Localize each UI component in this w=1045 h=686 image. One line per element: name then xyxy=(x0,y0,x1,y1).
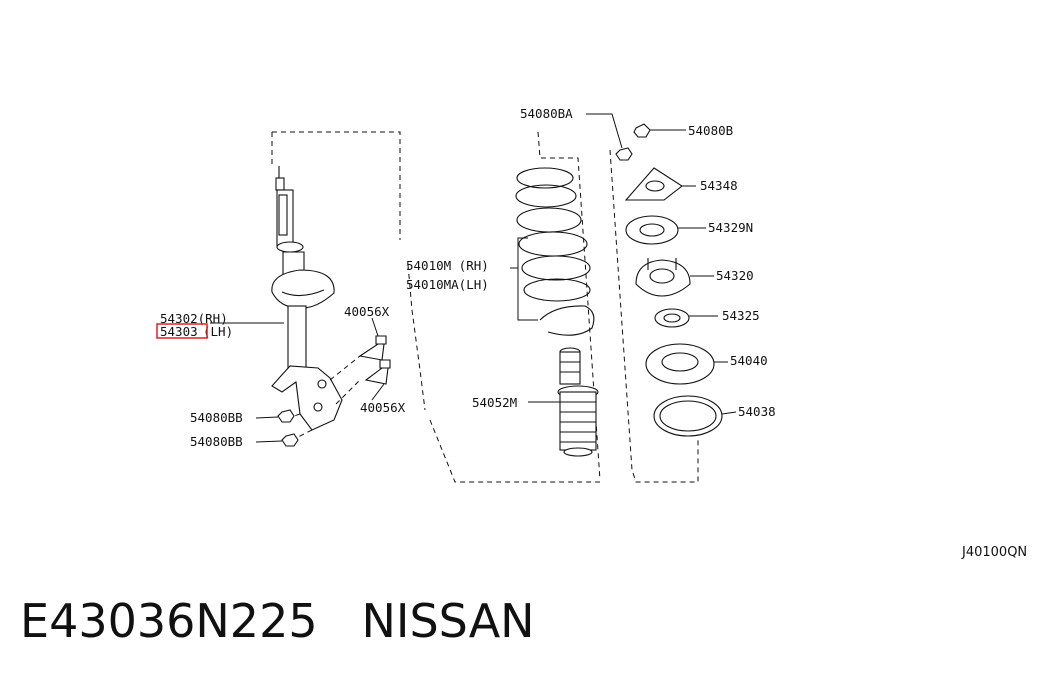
insulator-54329n xyxy=(625,215,679,245)
nut-54080b xyxy=(633,123,651,138)
bump-stopper xyxy=(557,347,599,457)
callout-insulator: 54329N xyxy=(708,220,753,235)
callout-strut-rh: 54302(RH) xyxy=(160,311,228,326)
callout-mount: 54320 xyxy=(716,268,754,283)
leader-lines xyxy=(210,113,737,443)
strut-nut-1 xyxy=(277,409,295,423)
bolt-lower xyxy=(364,359,391,385)
callout-bearing: 54325 xyxy=(722,308,760,323)
callout-spring-rh: 54010M (RH) xyxy=(406,258,489,273)
plate-54348 xyxy=(624,167,683,201)
bearing-54325 xyxy=(654,308,690,328)
callout-spring-lh: 54010MA(LH) xyxy=(406,277,489,292)
strut-assembly xyxy=(271,166,361,441)
callout-mount-nut-b: 54080B xyxy=(688,123,733,138)
callout-bolt-lower: 40056X xyxy=(360,400,406,415)
seat-54040 xyxy=(645,343,715,385)
caption: E43036N225 NISSAN xyxy=(20,598,535,644)
callout-rubber-seat: 54038 xyxy=(738,404,776,419)
spring-seat-ring xyxy=(539,305,595,336)
spring-group-outline xyxy=(429,131,601,483)
callout-bolt-upper: 40056X xyxy=(344,304,390,319)
callout-nut-2: 54080BB xyxy=(190,434,243,449)
diagram-reference: J40100QN xyxy=(962,545,1028,560)
callout-mount-nut-a: 54080BA xyxy=(520,106,573,121)
part-number: E43036N225 xyxy=(20,594,318,648)
rubber-seat-54038 xyxy=(653,395,723,437)
callout-bumper: 54052M xyxy=(472,395,517,410)
strut-group-outline xyxy=(271,131,426,411)
callout-plate: 54348 xyxy=(700,178,738,193)
callout-strut-lh-suffix: (LH) xyxy=(203,324,233,339)
callout-strut-lh-code[interactable]: 54303 xyxy=(160,324,198,339)
mount-54320 xyxy=(635,258,691,297)
nut-54080ba xyxy=(615,147,633,161)
callout-nut-1: 54080BB xyxy=(190,410,243,425)
brand-name: NISSAN xyxy=(361,594,535,648)
highlight-box xyxy=(156,323,208,339)
coil-spring xyxy=(515,167,591,302)
strut-nut-2 xyxy=(281,433,299,447)
callout-seat: 54040 xyxy=(730,353,768,368)
bolt-upper xyxy=(358,335,387,361)
mount-group-outline xyxy=(609,149,699,483)
